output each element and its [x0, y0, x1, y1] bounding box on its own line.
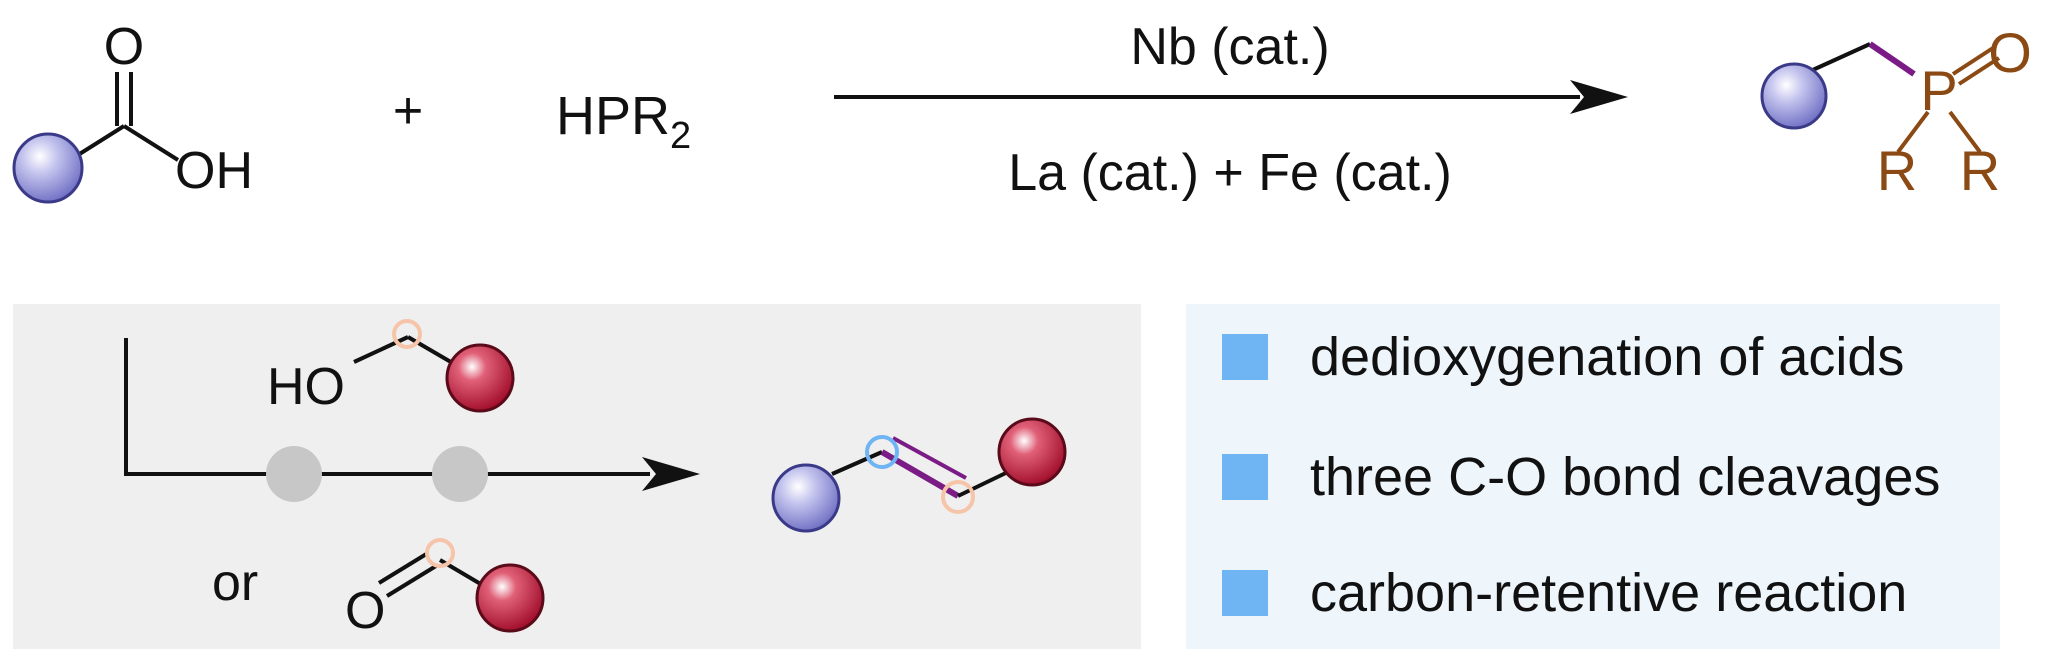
phosphine-oxide-product: P O R R	[1760, 21, 2032, 202]
r-group-label-2: R	[1960, 139, 2000, 202]
cleavage-site-marker	[941, 480, 975, 514]
blue-sphere-icon	[12, 132, 84, 204]
acid-carbonyl-o-label: O	[104, 18, 144, 76]
acid-oh-label: OH	[175, 142, 253, 200]
red-sphere-icon	[475, 563, 545, 633]
blue-sphere-icon	[771, 463, 841, 533]
features-panel	[1186, 304, 2000, 649]
feature-item-2: three C-O bond cleavages	[1310, 447, 1941, 507]
pathway-arrow	[124, 338, 700, 502]
blue-sphere-icon	[1760, 62, 1828, 130]
cleavage-site-marker	[392, 319, 422, 349]
catalyst-above-arrow: Nb (cat.)	[1130, 18, 1329, 76]
feature-item-3: carbon-retentive reaction	[1310, 563, 1908, 623]
cleavage-site-marker	[865, 435, 899, 469]
intermediate-node	[266, 446, 322, 502]
red-sphere-icon	[445, 343, 515, 413]
carboxylic-acid: O OH	[12, 18, 253, 204]
red-sphere-icon	[997, 417, 1067, 487]
alcohol-substrate: HO	[267, 319, 515, 416]
phosphoryl-o-label: O	[1988, 21, 2032, 84]
catalyst-below-arrow: La (cat.) + Fe (cat.)	[1008, 144, 1452, 202]
aldehyde-substrate: O	[345, 538, 545, 640]
phosphorus-label: P	[1920, 59, 1957, 122]
mechanism-panel	[13, 304, 1141, 649]
alkene-intermediate	[771, 417, 1067, 533]
intermediate-node	[432, 446, 488, 502]
plus-sign: +	[393, 82, 423, 140]
reaction-arrow	[834, 80, 1628, 114]
phosphine-reagent: HPR2	[556, 86, 691, 157]
alcohol-ho-label: HO	[267, 358, 345, 416]
or-label: or	[212, 554, 258, 612]
reagent-subscript: 2	[670, 115, 691, 157]
square-bullet-icon	[1222, 570, 1268, 616]
reagent-main: HPR	[556, 86, 670, 146]
feature-item-1: dedioxygenation of acids	[1310, 327, 1905, 387]
square-bullet-icon	[1222, 334, 1268, 380]
cleavage-site-marker	[425, 538, 455, 568]
square-bullet-icon	[1222, 454, 1268, 500]
r-group-label-1: R	[1877, 139, 1917, 202]
aldehyde-o-label: O	[345, 582, 385, 640]
